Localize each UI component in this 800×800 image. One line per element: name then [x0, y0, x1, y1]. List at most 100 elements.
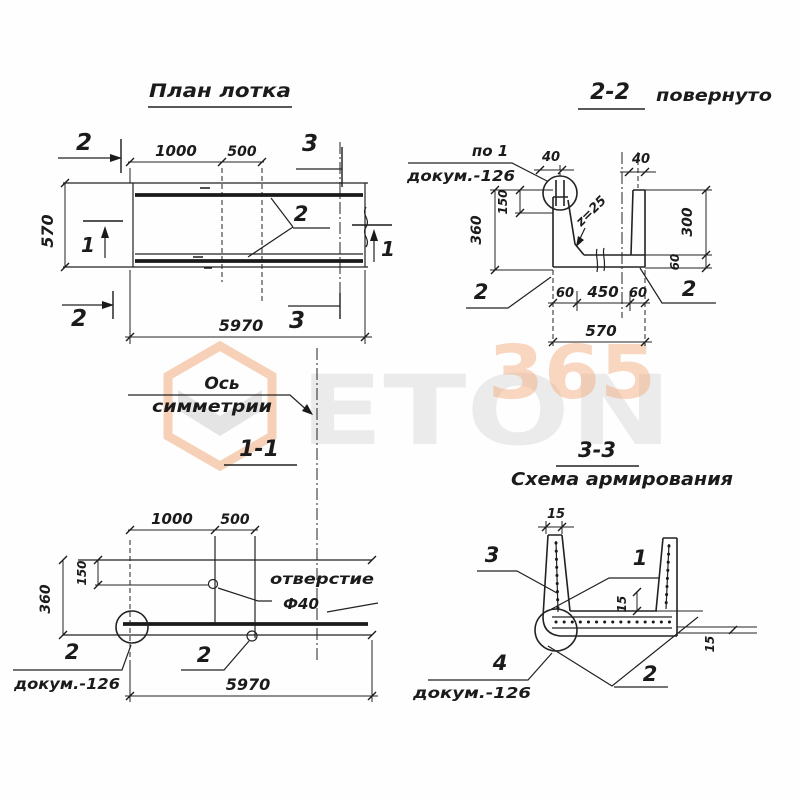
plan-dim-ticks [60, 157, 370, 342]
s11-label-2-left-leader [13, 644, 132, 671]
s33-top-dim [538, 521, 574, 534]
s22-dim-450: 450 [586, 283, 618, 301]
s11-hole-leader [217, 587, 379, 613]
plan-5970-dim [125, 270, 372, 344]
axis-label-line2: симметрии [152, 397, 272, 417]
s11-doc-label: докум.-126 [13, 675, 120, 693]
s22-chamfer-arrow [576, 236, 584, 247]
axis-label-line1: Ось [204, 374, 239, 394]
s11-dim-5970: 5970 [226, 675, 271, 694]
s22-callout-line2: докум.-126 [406, 167, 515, 185]
s11-label-2-mid: 2 [197, 643, 212, 667]
s33-dim-15-right: 15 [703, 636, 717, 653]
section-3-3: 3-3 Схема армирования 15 15 3 1 15 4 док… [412, 438, 757, 702]
s22-dim-360: 360 [469, 215, 485, 244]
watermark-digits: 365 [488, 330, 656, 416]
plan-extension-dashed [221, 168, 263, 302]
s22-chamfer-label: z=25 [573, 193, 610, 230]
s33-label-2: 2 [643, 662, 658, 686]
s22-channel-section [552, 189, 646, 268]
s22-label-2-right-leader [639, 267, 716, 304]
s11-dim-1000: 1000 [151, 510, 193, 528]
s22-bottom-dim-lines [548, 291, 652, 343]
s22-detail-inner [555, 180, 565, 206]
s33-doc-label: докум.-126 [412, 684, 531, 702]
plan-bar-marks [193, 187, 212, 269]
s22-detail-circle [542, 175, 578, 211]
s22-left-dim-lines [490, 189, 553, 271]
s33-dim-15-mid: 15 [615, 596, 629, 613]
s22-label-2-left: 2 [474, 280, 489, 304]
axis-leader-arrow [302, 404, 313, 415]
s11-title: 1-1 [239, 437, 279, 462]
s11-left-dim-lines [62, 560, 208, 635]
section-2-2: 2-2 повернуто по 1 докум.-126 40 40 z=25… [406, 80, 772, 347]
plan-channel-outline [63, 182, 368, 268]
plan-mark-1-left-arrow [101, 226, 109, 238]
s11-body-edges [63, 559, 372, 636]
s11-hole-text: отверстие [270, 570, 374, 588]
plan-dim-5970: 5970 [219, 316, 264, 335]
plan-mark-1-right: 1 [381, 237, 395, 261]
s33-subtitle: Схема армирования [511, 469, 733, 490]
s33-label-3: 3 [485, 543, 500, 567]
s22-break-marks [595, 247, 606, 273]
s22-bottom-ext-dashed [552, 270, 646, 346]
axis-leader [128, 394, 310, 413]
s33-title: 3-3 [578, 438, 616, 462]
plan-dim-1000: 1000 [155, 142, 197, 160]
s11-label-2-mid-leader [181, 640, 250, 671]
plan-dim-570: 570 [38, 214, 57, 247]
plan-title: План лотка [149, 80, 291, 102]
plan-dim-500: 500 [227, 144, 256, 160]
s22-wall-axis-dashes [559, 152, 639, 188]
s33-label-1: 1 [633, 546, 648, 570]
s11-hole-marker [207, 578, 219, 590]
s11-hole-dia: Ф40 [283, 595, 319, 613]
s33-dim-ticks [541, 522, 738, 635]
s33-dim-15-top: 15 [547, 507, 565, 522]
s11-dim-360: 360 [38, 584, 54, 613]
s22-title: 2-2 [590, 80, 630, 105]
s33-label-1-leader [547, 577, 660, 612]
s33-right-ext-lines [677, 626, 757, 634]
plan-mark-3-bottom: 3 [289, 308, 305, 334]
watermark: ETON 365 [163, 330, 672, 472]
s33-label-4-leader [428, 652, 553, 681]
s33-wall-rebar-lines [555, 540, 670, 613]
s11-dim-ticks [58, 525, 377, 701]
s33-label-3-leader [477, 570, 558, 594]
s33-wall-rebar-dots [554, 541, 671, 612]
s22-dim-60-bottom-left: 60 [556, 286, 574, 301]
s33-channel-outline [542, 534, 678, 637]
plan-break-brace [363, 206, 369, 248]
s11-dim-500: 500 [220, 512, 249, 528]
s22-dim-300: 300 [680, 207, 696, 236]
s22-subtitle: повернуто [656, 86, 772, 106]
plan-mark-2-top: 2 [76, 130, 92, 156]
s33-detail-circle [534, 608, 578, 652]
s22-label-2-left-leader [466, 276, 552, 309]
plan-view: План лотка 2 1000 500 3 2 1 1 [38, 80, 395, 344]
s22-label-2-right: 2 [682, 277, 697, 301]
plan-rebar-label: 2 [294, 202, 309, 226]
s22-callout-line1: по 1 [472, 142, 508, 160]
s22-dim-ticks [490, 165, 711, 347]
s33-label-2-leader [547, 616, 699, 688]
s22-callout-leader [408, 162, 548, 182]
plan-mark-3-top: 3 [302, 131, 318, 157]
plan-rebar-leader [247, 197, 330, 258]
s22-dim-570: 570 [585, 322, 616, 340]
s11-dim-150: 150 [75, 560, 89, 585]
plan-mark-1-right-arrow [370, 229, 378, 241]
plan-rebar-bars [135, 193, 363, 263]
s11-detail-circle [115, 610, 149, 644]
s11-bar-joint-circle [246, 630, 258, 642]
s22-dim-60-bottom-right: 60 [629, 286, 647, 301]
watermark-brand-text: ETON [300, 355, 672, 467]
s33-mid-dim [636, 592, 703, 612]
s11-label-2-left: 2 [65, 640, 80, 664]
plan-mark-2-bottom: 2 [71, 306, 87, 332]
